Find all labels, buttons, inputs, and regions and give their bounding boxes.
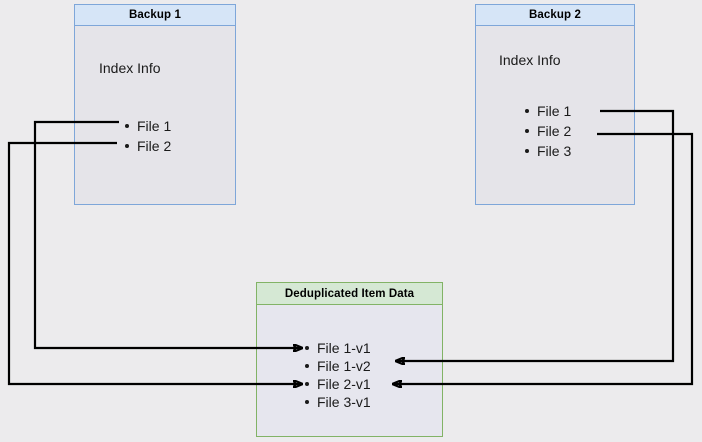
list-item[interactable]: File 1-v1 [304,339,371,357]
backup1-index-info-label: Index Info [99,60,161,76]
list-item[interactable]: File 2-v1 [304,375,371,393]
list-item[interactable]: File 3-v1 [304,393,371,411]
list-item[interactable]: File 1 [524,101,571,121]
dedup-file-list: File 1-v1 File 1-v2 File 2-v1 File 3-v1 [304,339,371,411]
backup2-index-info-label: Index Info [499,52,561,68]
dedup-header[interactable]: Deduplicated Item Data [256,282,443,305]
list-item[interactable]: File 1-v2 [304,357,371,375]
backup1-header-label: Backup 1 [129,9,181,21]
list-item[interactable]: File 2 [124,136,171,156]
list-item[interactable]: File 3 [524,141,571,161]
backup1-box[interactable] [74,4,236,205]
backup2-header-label: Backup 2 [529,9,581,21]
list-item[interactable]: File 1 [124,116,171,136]
backup1-file-list: File 1 File 2 [124,116,171,156]
backup1-header[interactable]: Backup 1 [74,4,236,26]
dedup-header-label: Deduplicated Item Data [284,287,415,300]
list-item[interactable]: File 2 [524,121,571,141]
backup2-header[interactable]: Backup 2 [475,4,635,26]
backup2-file-list: File 1 File 2 File 3 [524,101,571,161]
